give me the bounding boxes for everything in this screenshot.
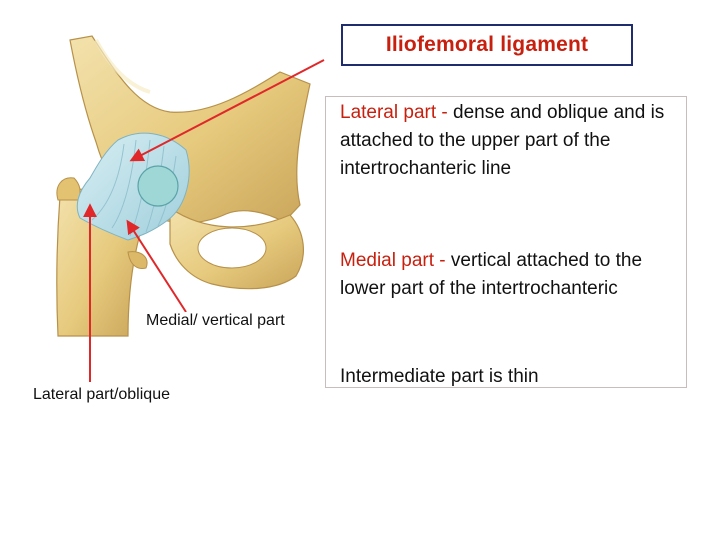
medial-vertical-part-label: Medial/ vertical part [144,312,287,330]
lateral-part-heading: Lateral part [340,102,437,123]
intermediate-part-description: Intermediate part is thin [340,363,680,391]
arrow-medial-icon [126,219,187,313]
info-box: Lateral part - dense and oblique and is … [325,96,687,388]
lateral-oblique-part-label: Lateral part/oblique [31,386,172,404]
intermediate-part-text: Intermediate part is thin [340,366,539,387]
obturator-foramen [197,227,267,269]
medial-part-heading: Medial part [340,250,434,271]
lateral-part-separator: - [436,102,454,123]
iliofemoral-ligament [76,132,190,241]
title-box: Iliofemoral ligament [341,24,633,66]
lateral-part-text: dense and oblique and is attached to the… [340,102,665,179]
slide-title: Iliofemoral ligament [385,33,589,56]
medial-part-separator: - [434,250,451,271]
medial-part-text: vertical attached to the lower part of t… [340,250,643,299]
arrow-title-icon [129,59,325,162]
femoral-head [137,165,179,207]
medial-part-description: Medial part - vertical attached to the l… [340,247,680,303]
lateral-part-description: Lateral part - dense and oblique and is … [340,99,680,183]
